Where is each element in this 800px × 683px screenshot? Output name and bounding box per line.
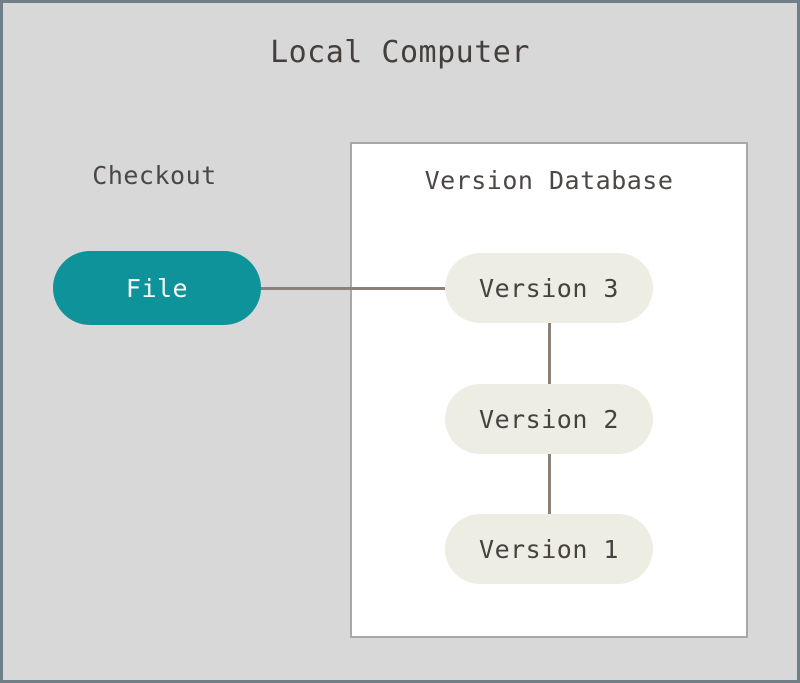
checkout-section-label: Checkout	[92, 161, 217, 190]
node-version-3[interactable]: Version 3	[445, 253, 653, 323]
edge-version3-to-version2	[548, 321, 551, 387]
node-version-2[interactable]: Version 2	[445, 384, 653, 454]
node-version-1[interactable]: Version 1	[445, 514, 653, 584]
version-database-title: Version Database	[424, 166, 674, 195]
page-title: Local Computer	[270, 35, 530, 70]
edge-file-to-version3	[258, 287, 448, 290]
edge-version2-to-version1	[548, 452, 551, 517]
node-file[interactable]: File	[53, 251, 261, 325]
